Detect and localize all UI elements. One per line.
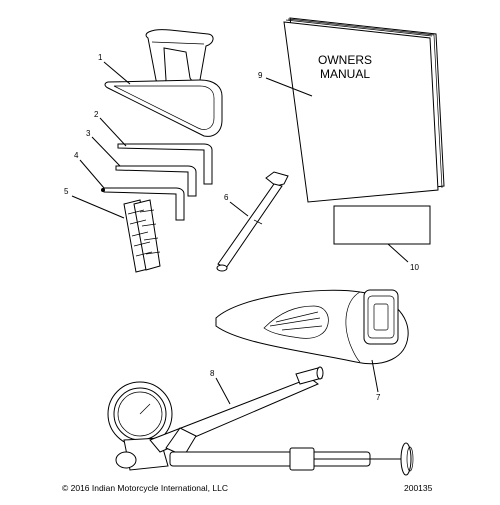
callout-5: 5 — [64, 187, 69, 196]
callout-8: 8 — [210, 369, 215, 378]
part-7-badge-cover — [215, 289, 409, 365]
part-8-tire-pump — [107, 366, 414, 476]
callout-6: 6 — [224, 193, 229, 202]
part-10-card — [333, 205, 431, 245]
part-1-strap — [104, 29, 223, 137]
manual-cover-title-line2: MANUAL — [320, 67, 370, 81]
callout-1: 1 — [98, 53, 103, 62]
part-9-owners-manual: OWNERS MANUAL — [283, 17, 445, 203]
callout-3: 3 — [86, 129, 91, 138]
callout-numbers: 1 2 3 4 5 6 7 8 9 10 — [64, 53, 419, 402]
copyright-notice: © 2016 Indian Motorcycle International, … — [62, 483, 228, 493]
part-4-hex-key — [101, 187, 185, 221]
drawing-number: 200135 — [404, 483, 433, 493]
manual-cover-title-line1: OWNERS — [318, 53, 372, 67]
part-3-hex-key — [115, 165, 197, 197]
callout-10: 10 — [410, 263, 419, 272]
leader-lines — [71, 61, 409, 405]
callout-7: 7 — [376, 393, 381, 402]
part-2-hex-key — [117, 143, 213, 185]
callout-4: 4 — [74, 151, 79, 160]
callout-9: 9 — [258, 71, 263, 80]
part-5-wrench — [123, 199, 161, 273]
callout-2: 2 — [94, 110, 99, 119]
part-6-tube-wrench — [216, 171, 289, 272]
